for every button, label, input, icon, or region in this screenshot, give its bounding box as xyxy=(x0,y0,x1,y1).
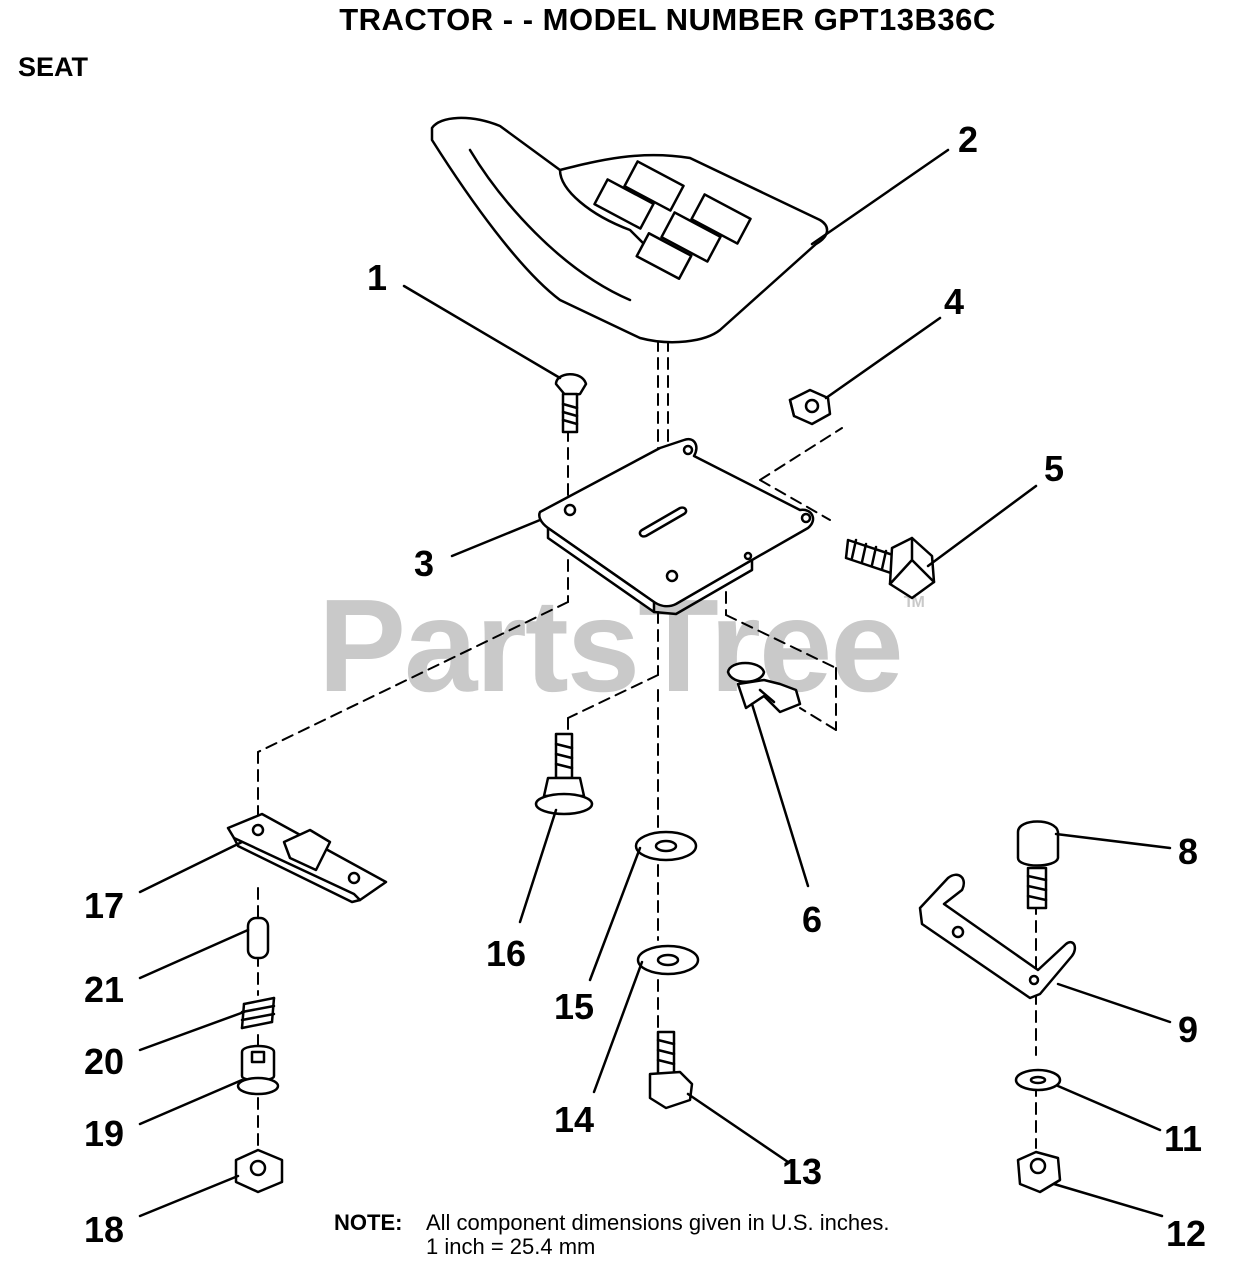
callout-16: 16 xyxy=(486,933,526,974)
callout-14: 14 xyxy=(554,1099,594,1140)
callout-13: 13 xyxy=(782,1151,822,1192)
leader-lines xyxy=(138,148,1172,1218)
callout-numbers: 1 2 3 4 5 6 8 9 11 12 13 14 15 16 17 18 … xyxy=(84,119,1206,1254)
pin-part xyxy=(246,916,270,960)
bracket-part-9 xyxy=(918,873,1077,1000)
note-line-2: 1 inch = 25.4 mm xyxy=(426,1234,596,1259)
watermark-text: PartsTree xyxy=(318,572,904,719)
washer-part-11 xyxy=(1014,1068,1062,1092)
callout-12: 12 xyxy=(1166,1213,1206,1254)
callout-11: 11 xyxy=(1164,1118,1202,1159)
spring-part xyxy=(240,996,276,1030)
callout-21: 21 xyxy=(84,969,124,1010)
callout-2: 2 xyxy=(958,119,978,160)
bracket-part-17 xyxy=(226,812,388,904)
callout-6: 6 xyxy=(802,899,822,940)
hex-bolt-part xyxy=(844,536,936,600)
callout-4: 4 xyxy=(944,281,964,322)
clip-part xyxy=(726,661,802,714)
callout-19: 19 xyxy=(84,1113,124,1154)
carriage-bolt-part xyxy=(554,373,588,434)
seat-plate-part xyxy=(538,437,815,616)
callout-18: 18 xyxy=(84,1209,124,1250)
callout-15: 15 xyxy=(554,986,594,1027)
trademark-mark: TM xyxy=(903,594,925,611)
note-label: NOTE: xyxy=(334,1210,403,1235)
flange-nut-part xyxy=(234,1148,284,1194)
callout-9: 9 xyxy=(1178,1009,1198,1050)
washer-part-14 xyxy=(636,944,700,976)
note-line-1: All component dimensions given in U.S. i… xyxy=(426,1210,890,1235)
callout-17: 17 xyxy=(84,885,124,926)
seat-part xyxy=(430,116,829,344)
shoulder-bolt-part xyxy=(534,732,594,816)
callout-1: 1 xyxy=(367,257,387,298)
bolt-part-8 xyxy=(1016,820,1060,910)
callout-8: 8 xyxy=(1178,831,1198,872)
lock-nut-part xyxy=(1016,1150,1062,1194)
callout-5: 5 xyxy=(1044,448,1064,489)
section-title: SEAT xyxy=(18,52,89,82)
callout-3: 3 xyxy=(414,543,434,584)
dimension-note: NOTE: All component dimensions given in U… xyxy=(334,1211,889,1259)
callout-20: 20 xyxy=(84,1041,124,1082)
nut-part xyxy=(788,388,832,426)
diagram-title: TRACTOR - - MODEL NUMBER GPT13B36C xyxy=(339,2,996,37)
washer-part-15 xyxy=(634,830,698,862)
bolt-part-13 xyxy=(648,1030,694,1110)
bushing-part xyxy=(236,1044,280,1096)
note-body: All component dimensions given in U.S. i… xyxy=(426,1211,889,1259)
